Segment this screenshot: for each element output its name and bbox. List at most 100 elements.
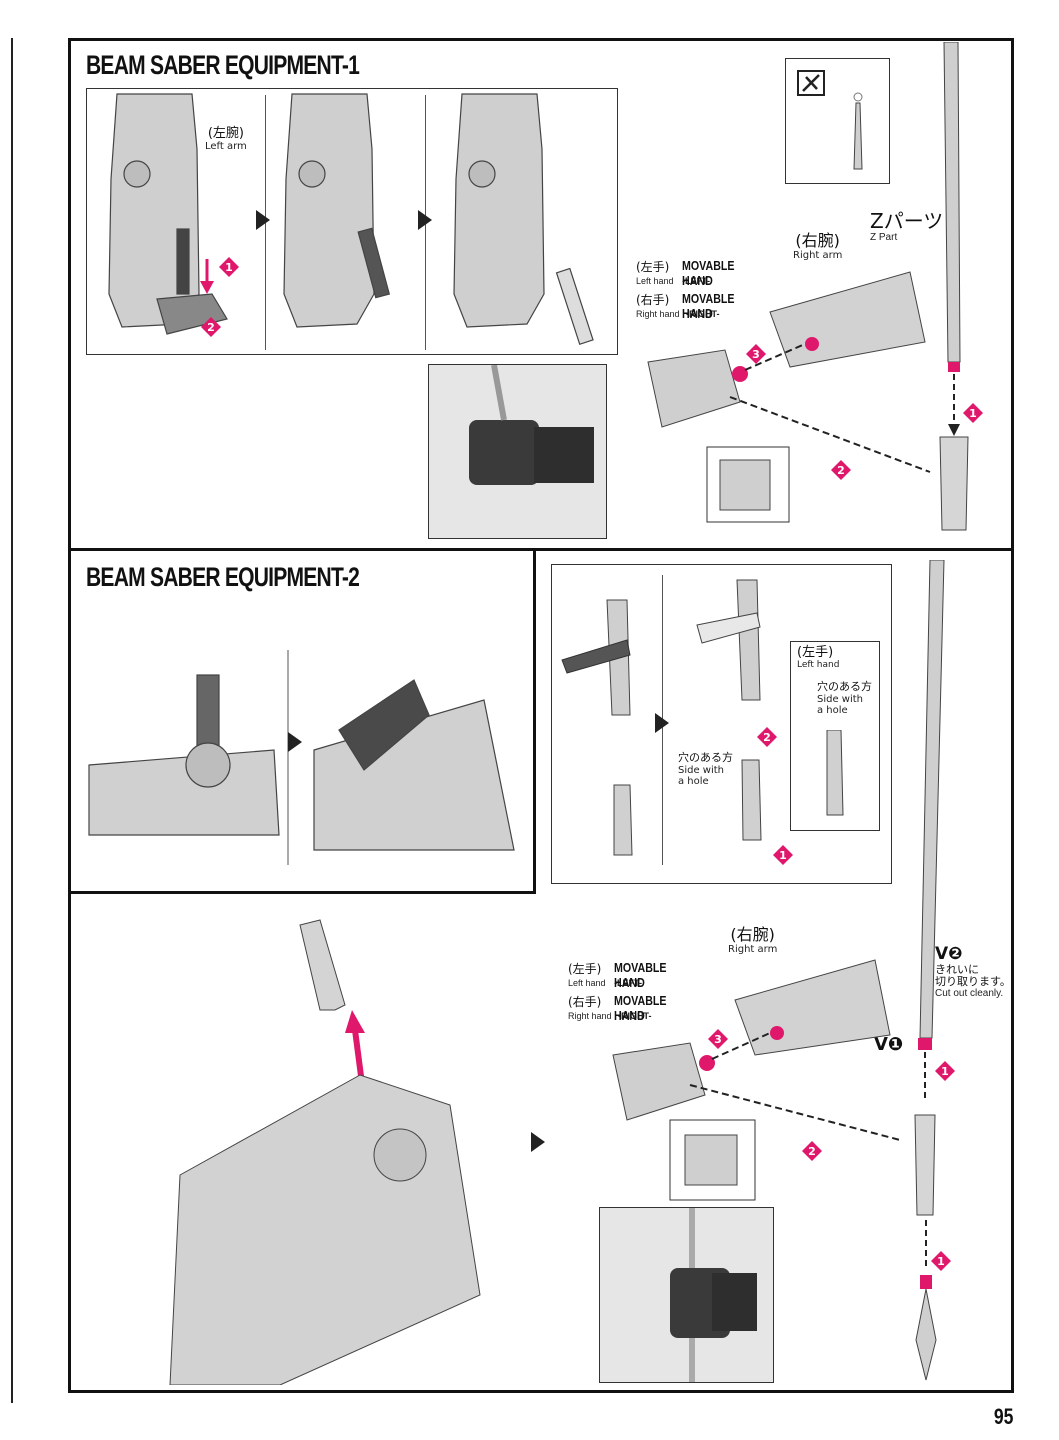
step-3-marker-icon: 3 — [708, 1029, 728, 1049]
step-marker-number: 1 — [937, 1255, 945, 1268]
left-hand-callout: (左手) MOVABLE HAND Left hand -LEFT- — [636, 258, 735, 288]
right-hand-side-2: -RIGHT- — [618, 1011, 652, 1021]
left-arm-illustration — [108, 93, 594, 345]
hole-side-label: 穴のある方 Side with a hole — [678, 751, 733, 787]
hole-side-en-1: Side with — [817, 694, 864, 705]
left-arm-steps-panel: (左腕) Left arm 1 2 — [86, 88, 618, 355]
step-marker-number: 1 — [941, 1065, 949, 1078]
cut-jp-2: 切り取ります。 — [935, 975, 1011, 988]
right-hand-label: MOVABLE HAND — [682, 291, 735, 321]
right-hand-en-2: Right hand — [568, 1011, 612, 1021]
nipper-icon — [802, 74, 820, 92]
step-2-marker-icon: 2 — [831, 460, 851, 480]
left-hand-callout-2: (左手) MOVABLE HAND Left hand -LEFT- — [568, 960, 667, 990]
step-marker-number: 1 — [225, 261, 233, 274]
step-3-marker-icon: 3 — [746, 344, 766, 364]
right-hand-jp-2: (右手) — [568, 995, 602, 1009]
step-marker-number: 1 — [969, 407, 977, 420]
hole-side-en-1: Side with — [678, 765, 725, 776]
saber-assembly-illustration — [561, 579, 762, 856]
step-2-marker-icon: 2 — [201, 317, 221, 337]
section-divider — [68, 548, 1014, 551]
step-marker-number: 2 — [207, 321, 215, 334]
right-arm-label-2: (右腕) Right arm — [728, 925, 778, 956]
page-frame — [68, 38, 1014, 1393]
right-arm-jp: (右腕) — [795, 231, 840, 250]
hole-side-en-2: a hole — [678, 776, 709, 787]
step-marker-number: 3 — [714, 1033, 722, 1046]
left-hand-side: -LEFT- — [682, 276, 711, 286]
z-part-en: Z Part — [870, 232, 898, 243]
step-marker-number: 1 — [779, 849, 787, 862]
next-step-arrow-icon — [531, 1132, 545, 1152]
v2-label: V❷ — [935, 944, 963, 964]
left-hand-jp: (左手) — [636, 260, 670, 274]
right-hand-callout-2: (右手) MOVABLE HAND Right hand -RIGHT- — [568, 993, 667, 1023]
hole-side-jp: 穴のある方 — [817, 680, 872, 693]
right-hand-sub: Right hand -RIGHT- — [636, 309, 720, 320]
left-hand-box-jp: (左手) — [797, 645, 834, 660]
right-arm-en: Right arm — [793, 250, 843, 261]
nipper-illustration — [797, 70, 863, 170]
hole-side-en-2: a hole — [817, 705, 848, 716]
right-arm-label: (右腕) Right arm — [793, 231, 843, 262]
hand-closeup-photo — [428, 364, 607, 539]
step-marker-number: 3 — [752, 348, 760, 361]
v2-callout: V❷ きれいに 切り取ります。 Cut out cleanly. — [935, 944, 1011, 999]
left-hand-en-2: Left hand — [568, 978, 606, 988]
step-1-marker-icon: 1 — [219, 257, 239, 277]
left-hand-box-en: Left hand — [797, 660, 840, 670]
right-hand-en: Right hand — [636, 309, 680, 319]
step-1-marker-icon: 1 — [773, 845, 793, 865]
hand-closeup-illustration — [469, 364, 594, 485]
step-2-marker-icon: 2 — [802, 1141, 822, 1161]
left-hand-sub-2: Left hand -LEFT- — [568, 978, 642, 989]
backpack-saber-illustration — [88, 650, 515, 865]
hand-closeup-illustration-2 — [670, 1208, 757, 1382]
section2-title: BEAM SABER EQUIPMENT-2 — [86, 562, 360, 592]
left-hand-box-label: (左手) Left hand — [797, 646, 839, 671]
step-marker-number: 2 — [837, 464, 845, 477]
next-step-arrow-icon — [418, 210, 432, 230]
right-arm-en-2: Right arm — [728, 944, 778, 955]
left-hand-hole-inset: (左手) Left hand 穴のある方 Side with a hole — [790, 641, 880, 831]
section2-mid-divider — [68, 891, 536, 894]
nipper-inset — [785, 58, 890, 184]
right-arm-jp-2: (右腕) — [730, 925, 775, 944]
hand-assembly-illustration — [647, 271, 931, 523]
left-hand-side-2: -LEFT- — [614, 978, 643, 988]
right-hand-jp: (右手) — [636, 293, 670, 307]
section2-top-divider — [533, 548, 536, 893]
hole-side-label: 穴のある方 Side with a hole — [817, 680, 872, 716]
cut-en: Cut out cleanly. — [935, 988, 1004, 999]
page-number: 95 — [993, 1404, 1013, 1429]
right-hand-callout: (右手) MOVABLE HAND Right hand -RIGHT- — [636, 291, 735, 321]
z-part-saber — [939, 42, 969, 531]
next-step-arrow-icon — [288, 732, 302, 752]
left-hand-label-2: MOVABLE HAND — [614, 960, 667, 990]
saber-assembly-panel: (左手) Left hand 穴のある方 Side with a hole 穴の… — [551, 564, 892, 884]
backpack-removal-illustration — [169, 919, 481, 1385]
left-arm-en: Left arm — [205, 141, 247, 152]
left-hand-en: Left hand — [636, 276, 674, 286]
left-hand-sub: Left hand -LEFT- — [636, 276, 710, 287]
z-part-jp: Zパーツ — [870, 209, 944, 233]
hand-assembly-illustration-2 — [612, 959, 901, 1201]
right-hand-side: -RIGHT- — [686, 309, 720, 319]
binding-edge — [0, 38, 13, 1403]
left-hand-jp-2: (左手) — [568, 962, 602, 976]
step-2-marker-icon: 2 — [757, 727, 777, 747]
step-1-marker-icon: 1 — [931, 1251, 951, 1271]
right-hand-sub-2: Right hand -RIGHT- — [568, 1011, 652, 1022]
hand-closeup-photo-2 — [599, 1207, 774, 1383]
v1-label-text: V❶ — [874, 1034, 904, 1055]
next-step-arrow-icon — [256, 210, 270, 230]
hilt-part-illustration — [826, 730, 844, 816]
right-hand-label-2: MOVABLE HAND — [614, 993, 667, 1023]
step-1-marker-icon: 1 — [963, 403, 983, 423]
left-hand-label: MOVABLE HAND — [682, 258, 735, 288]
next-step-arrow-icon — [655, 713, 669, 733]
step-marker-number: 2 — [763, 731, 771, 744]
v1-saber-pommel — [915, 1220, 937, 1381]
z-part-label: Zパーツ Z Part — [870, 210, 943, 243]
